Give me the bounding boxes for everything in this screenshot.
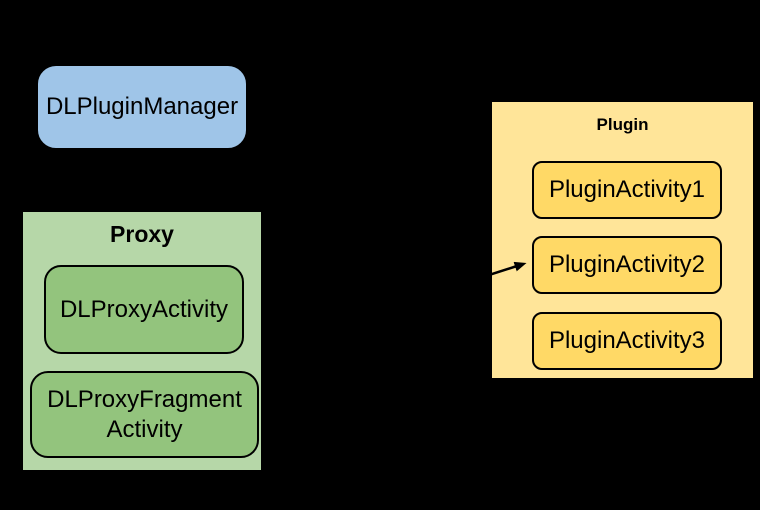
proxy-group: Proxy DLProxyActivity DLProxyFragment Ac… [21, 210, 263, 472]
dlpluginmanager-box: DLPluginManager [36, 64, 248, 150]
dlproxyfragmentactivity-label-line2: Activity [106, 415, 183, 443]
plugin-group: Plugin PluginActivity1 PluginActivity2 P… [490, 100, 755, 380]
proxy-group-title: Proxy [110, 221, 174, 247]
dlproxyfragmentactivity-label: DLProxyFragment Activity [47, 385, 242, 445]
plugin-group-title: Plugin [596, 115, 649, 134]
pluginactivity2-box: PluginActivity2 [532, 236, 722, 294]
pluginactivity2-label: PluginActivity2 [548, 251, 706, 278]
dlproxyfragmentactivity-label-line1: DLProxyFragment [47, 385, 242, 413]
pluginactivity1-label: PluginActivity1 [548, 176, 706, 203]
dlpluginmanager-label: DLPluginManager [45, 93, 239, 120]
dlproxyactivity-box: DLProxyActivity [44, 265, 244, 354]
dlproxyfragmentactivity-box: DLProxyFragment Activity [30, 371, 259, 458]
dlproxyactivity-label: DLProxyActivity [59, 295, 229, 323]
pluginactivity1-box: PluginActivity1 [532, 161, 722, 219]
pluginactivity3-box: PluginActivity3 [532, 312, 722, 370]
pluginactivity3-label: PluginActivity3 [548, 327, 706, 354]
